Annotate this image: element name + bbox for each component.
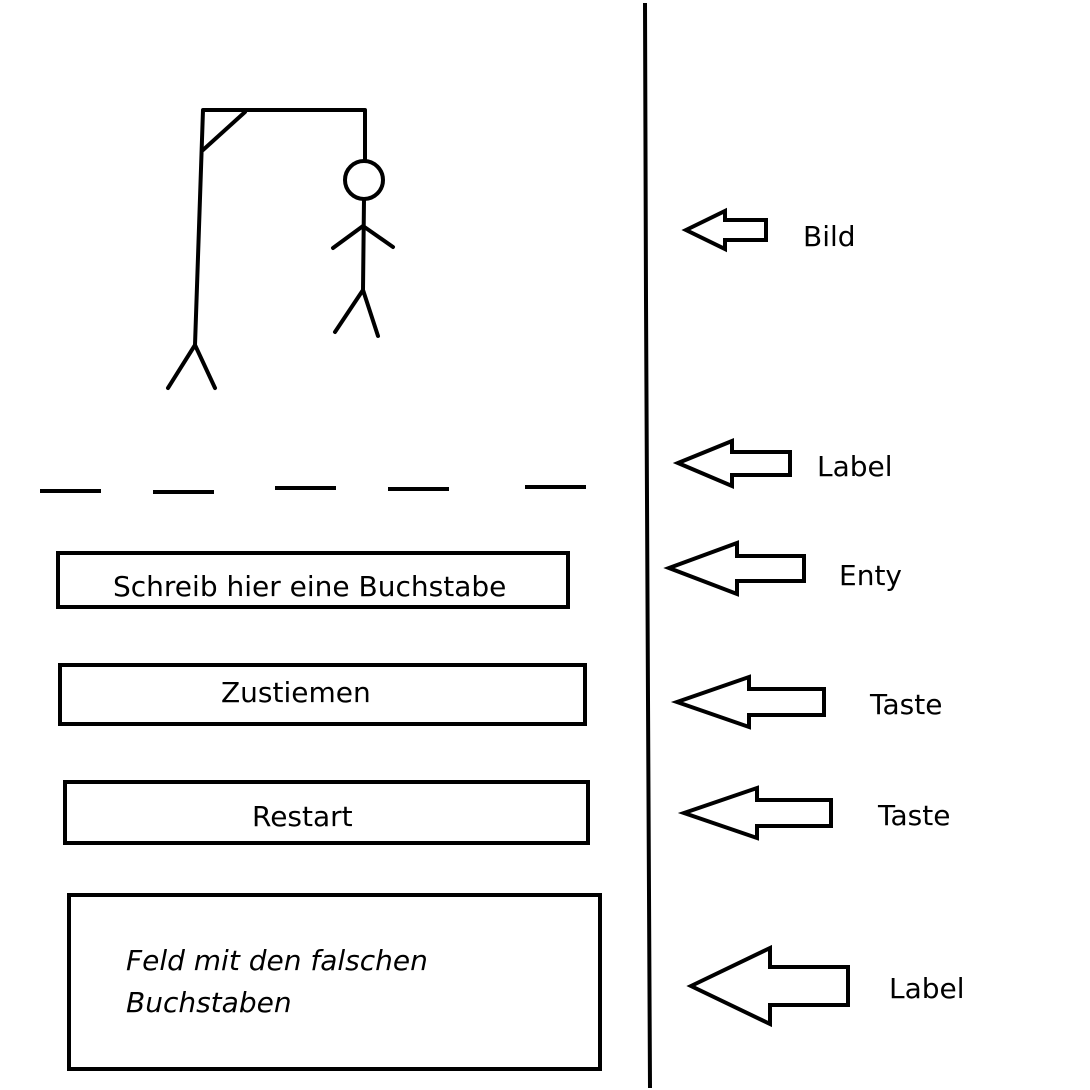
annotation-label-bild: Bild xyxy=(803,220,856,253)
left-arrow-icon xyxy=(681,207,768,253)
restart-button[interactable]: Restart xyxy=(63,780,590,845)
gallows xyxy=(166,108,367,390)
restart-button-label: Restart xyxy=(252,800,353,833)
left-arrow-icon xyxy=(672,438,792,490)
wrong-letters-field: Feld mit den falschen Buchstaben xyxy=(67,893,602,1071)
annotation-label-enty: Enty xyxy=(839,559,902,592)
entry-placeholder-text: Schreib hier eine Buchstabe xyxy=(113,570,507,603)
submit-button[interactable]: Zustiemen xyxy=(58,663,587,726)
letter-entry-field[interactable]: Schreib hier eine Buchstabe xyxy=(56,551,570,609)
wrong-letters-text-line2: Buchstaben xyxy=(126,986,292,1019)
left-arrow-icon xyxy=(677,785,833,841)
annotation-label-label: Label xyxy=(889,972,965,1005)
left-arrow-icon xyxy=(670,674,826,730)
annotation-label-taste: Taste xyxy=(870,688,943,721)
annotation-label-label: Label xyxy=(817,450,893,483)
submit-button-label: Zustiemen xyxy=(221,676,371,709)
stick-figure xyxy=(331,159,395,338)
left-arrow-icon xyxy=(663,540,806,597)
wrong-letters-text-line1: Feld mit den falschen xyxy=(126,944,428,977)
left-arrow-icon xyxy=(686,944,850,1028)
annotation-label-taste: Taste xyxy=(878,799,951,832)
